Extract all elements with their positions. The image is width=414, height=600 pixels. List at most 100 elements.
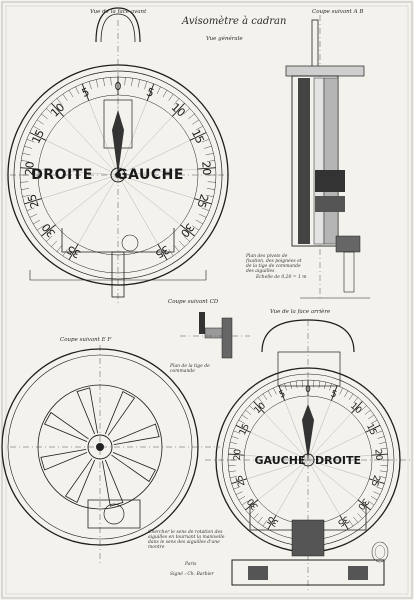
minor-tick [198, 213, 207, 218]
major-tick [351, 401, 363, 414]
minor-tick [267, 390, 272, 398]
rear-foot-left [248, 566, 268, 580]
dial-number: 35 [336, 513, 351, 527]
drawing-title: Avisomètre à cadran [182, 16, 287, 27]
face-radial-line [264, 412, 309, 461]
wheel-rim-inner [7, 354, 193, 540]
major-tick [197, 167, 216, 170]
major-tick [146, 83, 155, 101]
minor-tick [173, 98, 180, 105]
minor-tick [22, 152, 31, 156]
minor-tick [183, 108, 190, 114]
rear-foot [231, 559, 385, 586]
major-tick [267, 515, 277, 530]
rear-needle [302, 404, 314, 460]
minor-tick [228, 465, 236, 467]
pinion [103, 503, 125, 525]
minor-tick [56, 245, 63, 252]
face-radial-line [244, 455, 309, 461]
face-radial-line [88, 100, 119, 176]
minor-tick [192, 119, 200, 125]
face-radial-line [117, 174, 195, 199]
minor-tick [378, 442, 387, 444]
label-section-ef: Coupe suivant E F [60, 337, 112, 343]
note-signature-place: Paris [185, 562, 197, 567]
minor-tick [26, 207, 35, 211]
major-tick [245, 499, 259, 511]
major-tick [41, 224, 56, 237]
major-tick [369, 478, 385, 485]
minor-tick [233, 430, 241, 434]
minor-tick [51, 240, 57, 247]
face-radial-line [117, 174, 181, 225]
major-tick [371, 453, 388, 456]
face-radial-line [275, 459, 309, 516]
minor-tick [88, 81, 92, 90]
note-footnote: Chercher le sens de rotation des aiguill… [148, 530, 225, 550]
top-stem [311, 19, 319, 71]
dial-number-zero: 0 [115, 80, 122, 93]
face-radial-line [117, 168, 198, 176]
wheel-hub [87, 434, 113, 460]
face-radial-line [117, 116, 173, 176]
section-bottom-bracket [335, 235, 361, 253]
minor-tick [284, 383, 287, 391]
minor-tick [103, 78, 105, 87]
minor-tick [290, 381, 292, 390]
minor-tick [339, 387, 343, 395]
minor-tick [348, 393, 354, 400]
minor-tick [368, 414, 375, 420]
dial-number: 25 [25, 192, 42, 209]
minor-tick [205, 152, 214, 156]
major-tick [20, 167, 39, 170]
minor-tick [295, 380, 298, 389]
wheel-outer-rim [1, 348, 199, 546]
face-radial-line [307, 455, 372, 461]
top-flange [285, 65, 365, 77]
minor-tick [173, 245, 180, 252]
major-tick [29, 132, 47, 141]
minor-tick [46, 108, 53, 114]
note-section-ef: Plan de la tige de commande [170, 364, 210, 374]
major-tick [228, 453, 245, 456]
dial-number-zero: 0 [305, 385, 311, 395]
minor-tick [201, 139, 210, 143]
section-lower-stem [343, 251, 355, 293]
major-tick [24, 198, 42, 205]
minor-tick [205, 194, 214, 198]
minor-tick [29, 213, 38, 218]
dial-number: 25 [194, 192, 211, 209]
minor-tick [168, 249, 174, 257]
minor-tick [41, 113, 48, 120]
cd-body [221, 317, 233, 359]
section-shaft-light [313, 77, 325, 245]
wheel-spoke [111, 451, 156, 483]
minor-tick [370, 496, 378, 501]
dial-number: 5 [278, 389, 287, 400]
minor-tick [380, 465, 388, 467]
minor-tick [241, 500, 248, 506]
major-tick [235, 424, 251, 433]
minor-tick [46, 236, 53, 242]
dial-number: 25 [368, 474, 381, 488]
dial-number: 5 [80, 85, 91, 100]
dial-word-right: GAUCHE [116, 167, 184, 183]
minor-tick [144, 81, 148, 90]
dial-word-left: DROITE [31, 167, 93, 183]
section-casing [323, 77, 339, 245]
major-tick [51, 102, 64, 117]
rear-dial-word-right: DROITE [315, 454, 361, 467]
face-radial-line [63, 116, 119, 176]
label-section-cd: Coupe suivant CD [168, 299, 219, 305]
minor-tick [229, 476, 238, 478]
major-tick [330, 385, 338, 401]
minor-tick [21, 188, 30, 190]
minor-tick [20, 181, 29, 183]
minor-tick [233, 486, 241, 490]
minor-tick [344, 390, 349, 398]
minor-tick [357, 513, 363, 519]
minor-tick [207, 181, 216, 183]
minor-tick [192, 225, 200, 231]
